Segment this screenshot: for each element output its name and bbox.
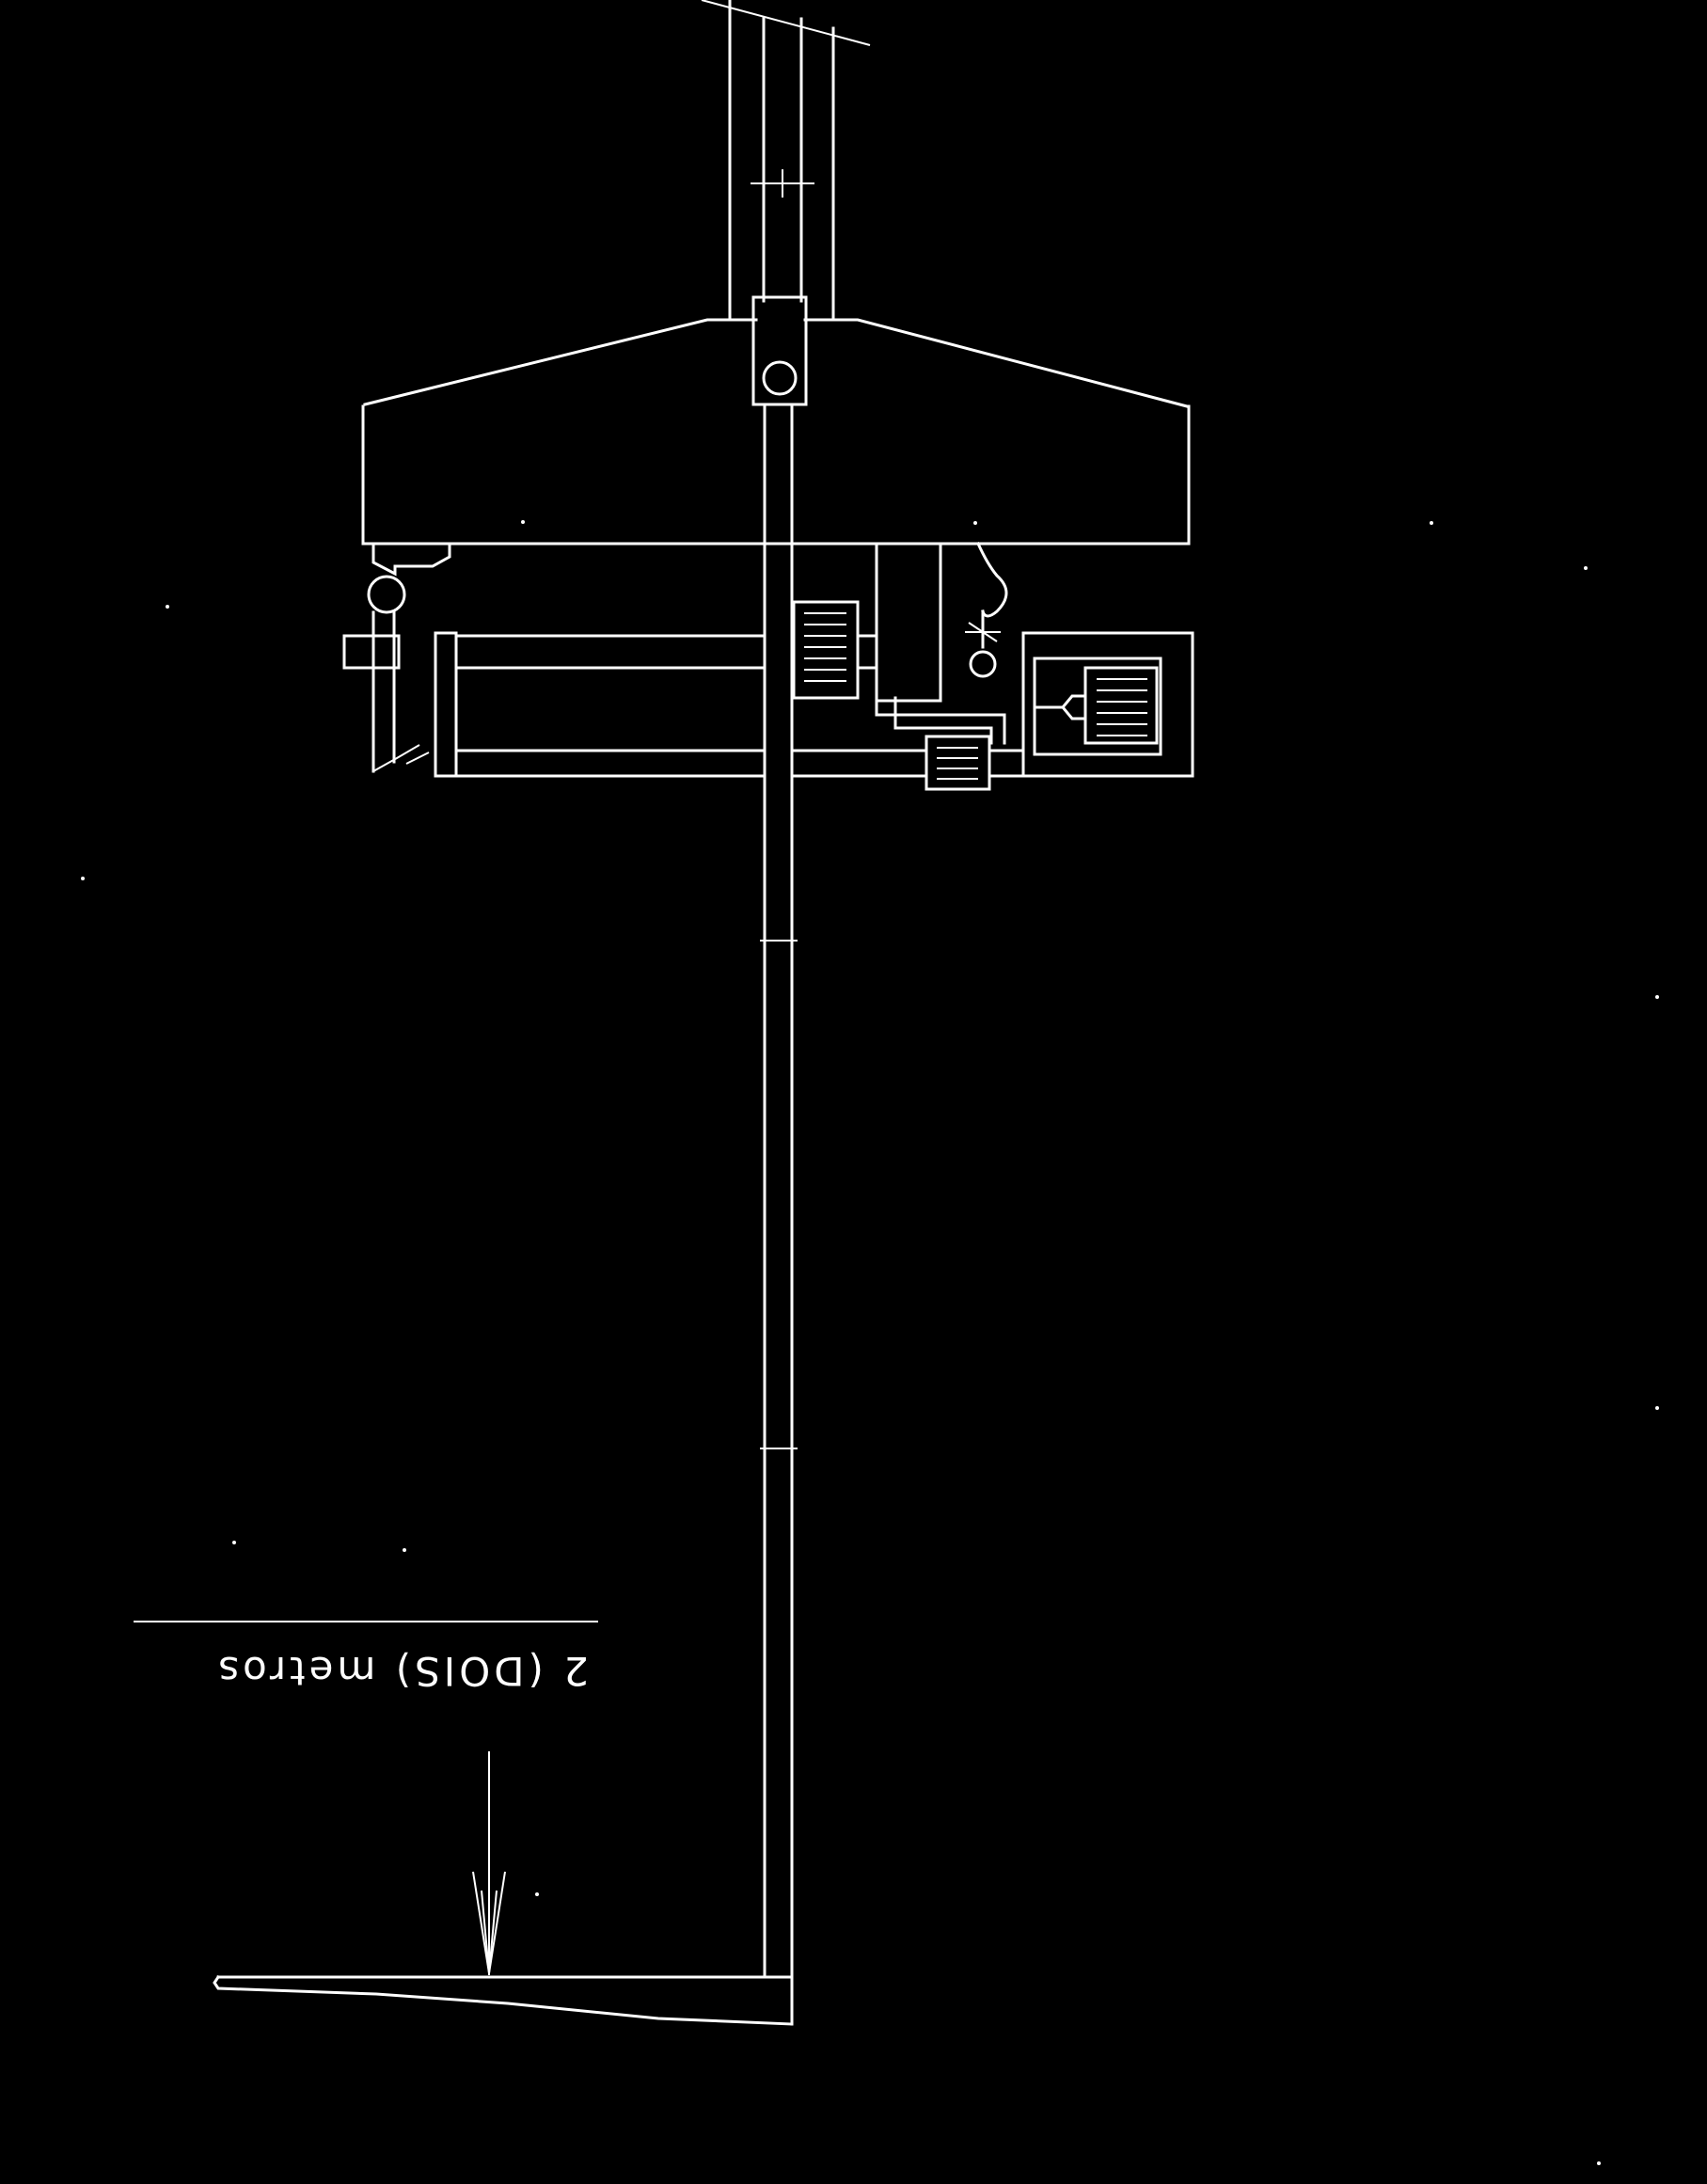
shaft-ticks [760,940,798,1449]
dimension-label-text: 2 (DOIS) metros [214,1648,589,1694]
collar-block [751,295,808,406]
valve [965,542,1008,678]
dimension-label: 2 (DOIS) metros [134,1621,598,1694]
vertical-block [875,542,942,703]
left-hanger [342,542,451,773]
lower-pipe [790,666,1025,778]
cylinder-assembly [434,631,767,778]
head-housing [361,318,1191,546]
scan-specks [81,520,1659,2165]
dimension-arrow [472,1751,506,1975]
lower-motor-block [925,735,991,791]
right-frame [1021,631,1194,778]
upper-column [701,0,871,322]
main-shaft [763,403,794,2026]
foot-blade [213,1974,794,2026]
center-motor-block [792,600,878,700]
